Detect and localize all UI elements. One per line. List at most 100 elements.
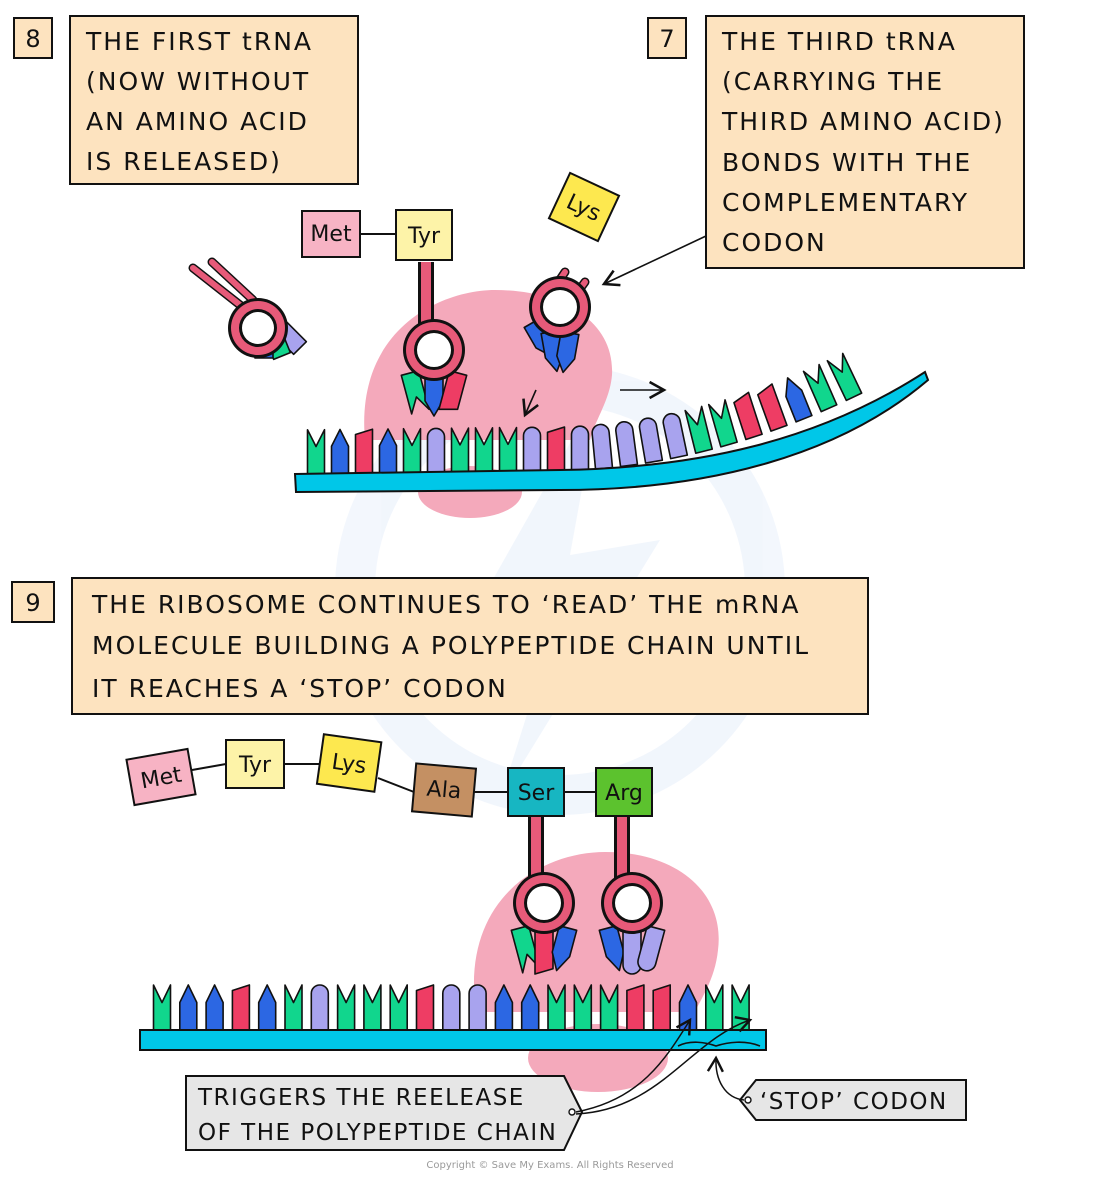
mrna-base [757, 383, 788, 432]
mrna-base [626, 984, 645, 1032]
svg-text:Ala: Ala [426, 777, 463, 805]
svg-text:Ser: Ser [518, 781, 556, 806]
mrna-strand-top [293, 370, 930, 494]
step-8-number-box: 8 [13, 17, 53, 59]
codon-arrow [522, 389, 539, 418]
mrna-base [284, 984, 303, 1032]
stop-codon-label-text: ‘STOP’ CODON [760, 1089, 948, 1115]
stop-pointer [706, 1055, 745, 1101]
amino-acid-lys-top: Lys [547, 171, 621, 243]
mrna-base [662, 412, 689, 460]
mrna-base [354, 428, 374, 475]
svg-text:Tyr: Tyr [238, 753, 272, 778]
mrna-base [257, 984, 277, 1032]
pointer-arrow-step-7 [601, 235, 707, 287]
ribosome-large-subunit-bottom [473, 852, 719, 1012]
mrna-base [231, 984, 251, 1032]
trna-anticodons-bottom [510, 924, 666, 975]
step-8-text-box: THE FIRST tRNA (NOW WITHOUT AN AMINO ACI… [69, 15, 359, 185]
release-pointer-1 [575, 1017, 692, 1113]
mrna-base [310, 984, 330, 1032]
step-8-line-4: IS RELEASED) [86, 147, 282, 176]
mrna-base [468, 984, 487, 1032]
mrna-base [179, 984, 198, 1032]
mrna-bases-top [306, 352, 863, 475]
trna-tyr-top [403, 262, 465, 381]
amino-acid-lys-bottom: Lys [315, 733, 383, 793]
anticodon-base [637, 924, 666, 972]
amino-acid-met-top: Met [301, 210, 361, 258]
mrna-base [615, 420, 639, 468]
mrna-base [707, 399, 738, 448]
anticodon-base [622, 929, 642, 975]
mrna-base [684, 405, 714, 455]
step-8-line-2: (NOW WITHOUT [86, 67, 310, 96]
mrna-base [591, 423, 614, 470]
step-9-number-box: 9 [11, 581, 55, 623]
amino-acid-ala-bottom: Ala [410, 762, 478, 818]
mrna-base [802, 363, 838, 413]
trna-arg-bottom [601, 814, 663, 934]
step-9-number: 9 [25, 589, 40, 617]
mrna-base [330, 428, 350, 475]
release-pointer-2 [575, 1015, 753, 1115]
step-9-line-2: MOLECULE BUILDING A POLYPEPTIDE CHAIN UN… [92, 631, 810, 660]
mrna-base [570, 425, 590, 471]
polypeptide-bonds [191, 763, 596, 793]
step-8-line-1: THE FIRST tRNA [85, 27, 313, 56]
amino-acid-tyr-bottom: Tyr [225, 739, 285, 789]
mrna-strand-bottom [139, 1029, 767, 1051]
step-7-text-box: THE THIRD tRNA (CARRYING THE THIRD AMINO… [705, 15, 1025, 269]
mrna-base [785, 377, 813, 423]
step-7-line-4: BONDS WITH THE [722, 148, 972, 177]
step-7-line-5: COMPLEMENTARY [722, 188, 969, 217]
mrna-base [389, 984, 409, 1032]
mrna-base [415, 984, 435, 1032]
mrna-base [152, 984, 172, 1032]
amino-acid-tyr-top: Tyr [395, 209, 453, 261]
step-7-number: 7 [659, 25, 674, 53]
mrna-base [546, 426, 566, 472]
trna-ser-bottom [513, 814, 575, 934]
copyright-text: Copyright © Save My Exams. All Rights Re… [426, 1160, 673, 1171]
step-8-line-3: AN AMINO ACID [86, 107, 309, 136]
trna-lys-top [529, 267, 591, 338]
anticodon-base [534, 929, 554, 975]
stop-codon-bracket [677, 1041, 761, 1047]
release-label: TRIGGERS THE REELEASE OF THE POLYPEPTIDE… [185, 1075, 584, 1151]
svg-text:Arg: Arg [605, 781, 643, 806]
mrna-base [336, 984, 356, 1032]
amino-acid-met-bottom: Met [125, 747, 197, 807]
step-9-line-3: IT REACHES A ‘STOP’ CODON [92, 674, 508, 703]
amino-acid-ser-bottom: Ser [507, 767, 565, 817]
step-9-line-1: THE RIBOSOME CONTINUES TO ‘READ’ THE mRN… [91, 590, 801, 619]
step-7-number-box: 7 [647, 17, 687, 59]
mrna-base [704, 984, 724, 1032]
release-label-line-2: OF THE POLYPEPTIDE CHAIN [198, 1120, 557, 1146]
mrna-base [306, 428, 326, 475]
step-7-line-3: THIRD AMINO ACID) [721, 107, 1005, 136]
mrna-base [652, 984, 672, 1032]
released-trna [188, 257, 288, 358]
mrna-base [426, 427, 446, 474]
step-7-line-2: (CARRYING THE [722, 67, 944, 96]
release-label-line-1: TRIGGERS THE REELEASE [197, 1085, 525, 1111]
mrna-base [638, 417, 664, 464]
step-8-number: 8 [25, 25, 40, 53]
amino-acid-arg-bottom: Arg [595, 767, 653, 817]
mrna-base [441, 984, 461, 1032]
svg-text:Met: Met [310, 222, 352, 247]
step-7-line-1: THE THIRD tRNA [721, 27, 957, 56]
mrna-base [733, 391, 763, 441]
stop-codon-label: ‘STOP’ CODON [738, 1079, 967, 1121]
mrna-base [522, 426, 542, 473]
mrna-bases-bottom [152, 984, 750, 1032]
mrna-base [363, 984, 382, 1032]
svg-text:Tyr: Tyr [407, 224, 441, 249]
step-7-line-6: CODON [722, 228, 827, 257]
svg-text:Lys: Lys [330, 750, 368, 780]
step-9-text-box: THE RIBOSOME CONTINUES TO ‘READ’ THE mRN… [71, 577, 869, 715]
mrna-base [205, 984, 224, 1032]
mrna-base [826, 352, 863, 402]
